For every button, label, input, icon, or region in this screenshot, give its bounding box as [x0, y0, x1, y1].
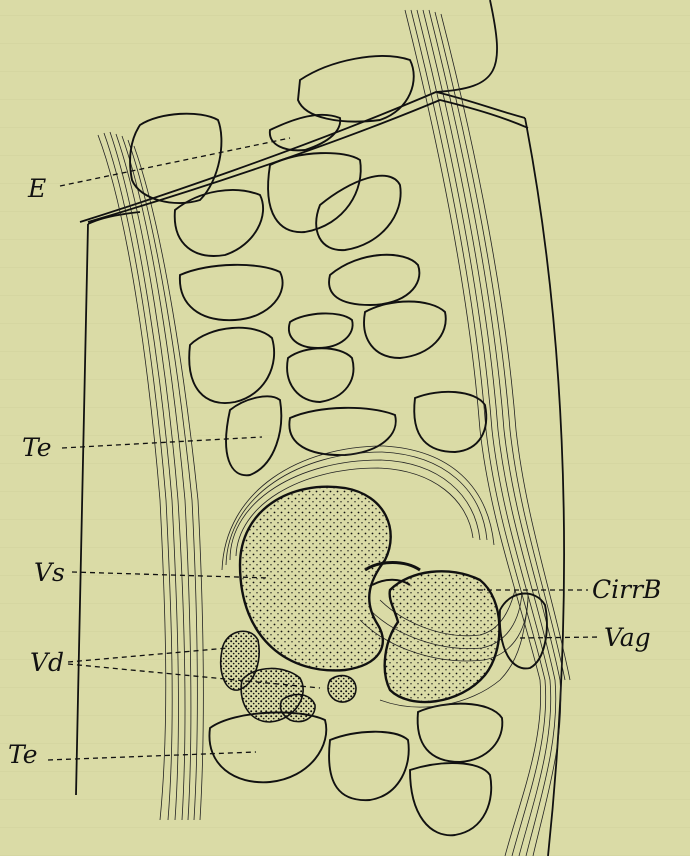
testis-cell	[175, 190, 263, 256]
label-Vs: Vs	[34, 560, 65, 585]
testis-cell	[226, 396, 281, 475]
testis-cell	[414, 392, 486, 452]
cirrus-bulb	[365, 563, 499, 703]
testis-cell	[180, 265, 283, 320]
testis-cell	[289, 313, 353, 348]
left-muscle-bundle	[98, 132, 203, 820]
testis-cell	[329, 255, 419, 305]
testis-cell	[418, 704, 503, 762]
leader-Te-upper	[62, 437, 262, 448]
leader-Te-lower	[48, 752, 256, 760]
label-Te-lower: Te	[8, 742, 38, 767]
testis-cell	[189, 328, 274, 403]
testis-cell	[410, 763, 491, 835]
testis-cell	[289, 408, 395, 455]
testis-cell	[287, 348, 353, 402]
leader-Vag	[520, 637, 600, 638]
testis-cell	[209, 712, 326, 782]
testis-cell	[364, 302, 446, 359]
right-muscle-bundle	[405, 10, 570, 856]
testis-cell	[298, 56, 414, 121]
leader-Vd-1	[68, 648, 228, 662]
body-outline	[76, 0, 564, 856]
testis-cell	[329, 732, 409, 800]
label-Te-upper: Te	[22, 435, 52, 460]
label-Vag: Vag	[604, 625, 651, 650]
label-Vd: Vd	[30, 650, 64, 675]
testis-cell	[268, 153, 361, 232]
label-CirrB: CirrB	[592, 577, 661, 602]
label-E: E	[28, 176, 46, 201]
seminal-vesicle	[240, 487, 391, 671]
